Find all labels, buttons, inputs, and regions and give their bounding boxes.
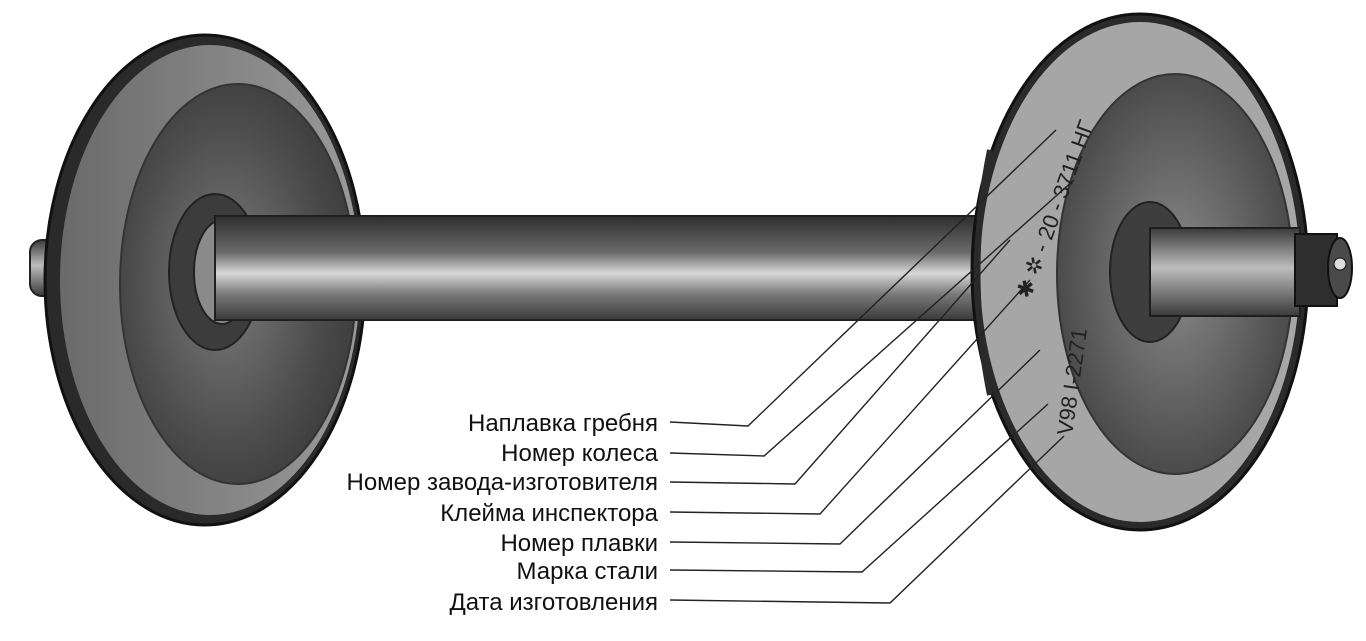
label-manufacturer-number: Номер завода-изготовителя [346, 469, 659, 496]
label-manufacture-date: Дата изготовления [449, 589, 658, 616]
leader-line-steel-grade [669, 403, 1049, 573]
leader-lines [669, 129, 1075, 604]
axle [214, 215, 1006, 321]
label-inspector-stamp: Клейма инспектора [440, 500, 658, 527]
leader-line-wheel-number [669, 179, 1075, 457]
leader-line-manufacturer-number [669, 239, 1011, 485]
leader-line-manufacture-date [669, 435, 1065, 604]
leader-line-inspector-stamp [669, 279, 1031, 515]
leader-line-heat-number [669, 349, 1041, 545]
label-steel-grade: Марка стали [516, 558, 658, 585]
leader-line-flange-deposit [669, 129, 1057, 427]
right-journal [1149, 227, 1353, 317]
label-wheel-number: Номер колеса [501, 440, 658, 467]
label-flange-deposit: Наплавка гребня [468, 410, 658, 437]
label-heat-number: Номер плавки [500, 530, 658, 557]
